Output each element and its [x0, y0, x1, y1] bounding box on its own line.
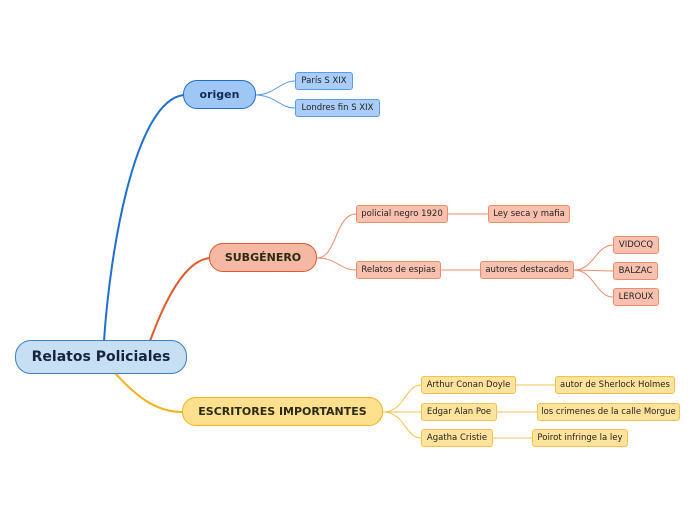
- subtopic-vidocq[interactable]: VIDOCQ: [613, 236, 659, 254]
- subtopic-agatha[interactable]: Agatha Cristie: [421, 429, 493, 447]
- link-autores-balzac: [573, 269, 614, 272]
- subtopic-leroux[interactable]: LEROUX: [613, 288, 659, 306]
- subtopic-policial-negro[interactable]: policial negro 1920: [356, 205, 448, 223]
- subtopic-conan-doyle[interactable]: Arthur Conan Doyle: [421, 376, 516, 394]
- link-root-escritores: [114, 372, 183, 413]
- link-autores-leroux: [573, 269, 614, 298]
- subtopic-ley-seca[interactable]: Ley seca y mafia: [488, 205, 570, 223]
- topic-origen[interactable]: origen: [183, 80, 256, 109]
- link-subgenero-espias: [316, 257, 357, 271]
- link-subgenero-policial: [316, 213, 357, 259]
- link-origen-londres: [254, 94, 296, 109]
- subtopic-relatos-espias[interactable]: Relatos de espias: [356, 261, 441, 279]
- subtopic-poirot[interactable]: Poirot infringe la ley: [532, 429, 628, 447]
- link-escritores-doyle: [382, 384, 422, 413]
- subtopic-poe[interactable]: Edgar Alan Poe: [421, 403, 497, 421]
- topic-subgenero[interactable]: SUBGÉNERO: [209, 243, 317, 272]
- subtopic-londres[interactable]: Londres fin S XIX: [295, 99, 380, 117]
- subtopic-paris[interactable]: París S XIX: [295, 72, 353, 90]
- subtopic-sherlock[interactable]: autor de Sherlock Holmes: [555, 376, 675, 394]
- topic-escritores[interactable]: ESCRITORES IMPORTANTES: [182, 397, 383, 426]
- link-escritores-cristie: [382, 411, 422, 439]
- subtopic-autores-destacados[interactable]: autores destacados: [480, 261, 574, 279]
- link-root-origen: [103, 94, 185, 342]
- root-topic[interactable]: Relatos Policiales: [15, 340, 187, 374]
- link-root-subgenero: [149, 257, 211, 342]
- subtopic-calle-morgue[interactable]: los crimenes de la calle Morgue: [537, 403, 680, 421]
- subtopic-balzac[interactable]: BALZAC: [613, 262, 658, 280]
- link-origen-paris: [254, 80, 296, 96]
- link-autores-vidocq: [573, 244, 614, 271]
